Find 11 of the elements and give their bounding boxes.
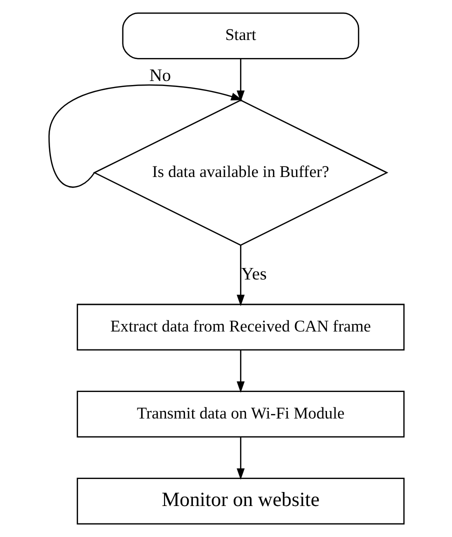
arrow: [236, 437, 244, 480]
arrow: [236, 58, 244, 102]
node-box: Start: [122, 12, 359, 60]
arrow: [236, 245, 244, 306]
node-box: Monitor on website: [76, 478, 404, 524]
node-box: Extract data from Received CAN frame: [76, 304, 404, 350]
arrow: [48, 84, 242, 188]
node-diamond: Is data available in Buffer?: [92, 99, 388, 246]
edge-label: No: [148, 65, 170, 86]
node-box: Transmit data on Wi-Fi Module: [76, 390, 404, 438]
arrow: [236, 350, 244, 393]
